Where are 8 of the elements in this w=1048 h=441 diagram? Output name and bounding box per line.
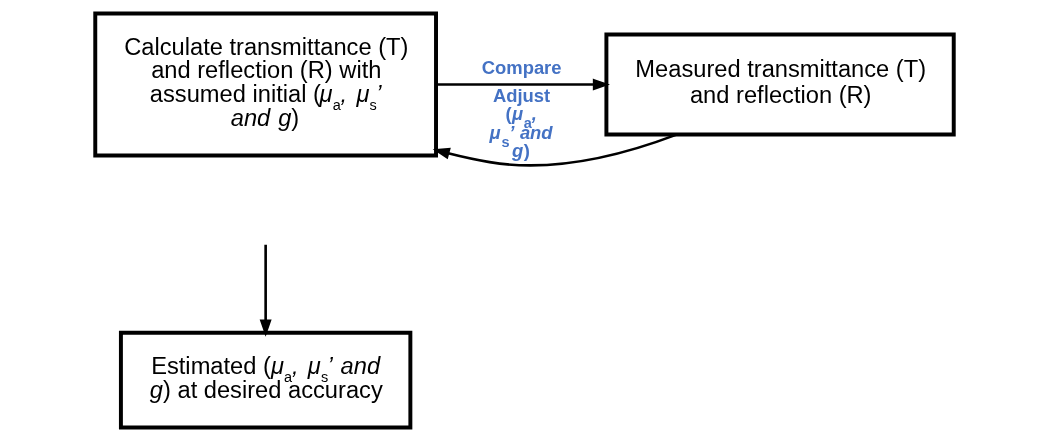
- node-box: Estimated (μ$_{a}$, μ$_{s}$’ and g) at desired accuracy: [118, 330, 412, 430]
- node-box: Calculate transmittance (T) and reflection (R) with assumed initial (μ$_{a}$, μ$_{s}$’ and g): [92, 11, 438, 158]
- arrow: [432, 133, 677, 167]
- node-box: Measured transmittance (T) and reflection (R): [603, 32, 956, 137]
- arrow: [435, 78, 610, 91]
- edge-label: Adjust (μ$_{a}$, μ$_{s}$’ and g): [489, 84, 553, 162]
- edge-label: Compare: [481, 57, 562, 79]
- arrow: [259, 244, 272, 337]
